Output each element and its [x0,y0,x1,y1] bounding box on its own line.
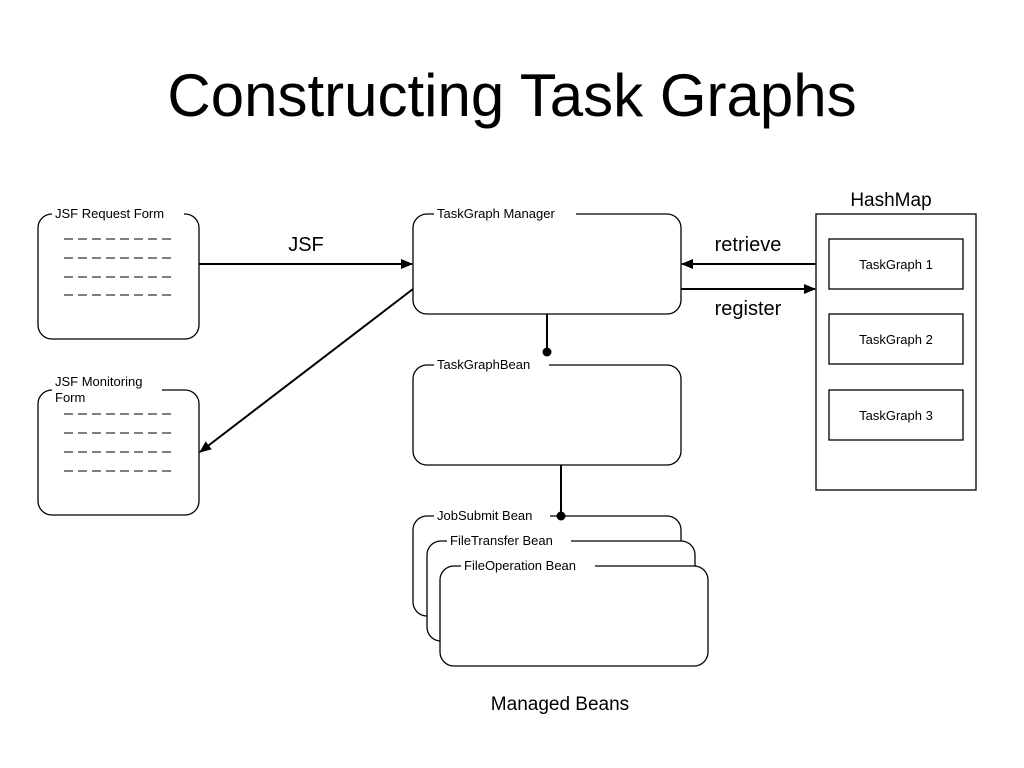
page-title: Constructing Task Graphs [167,62,857,129]
hashmap-entry-3-label: TaskGraph 3 [859,408,933,423]
jsf-monitoring-form-label-line1: JSF Monitoring [55,374,142,389]
hashmap-node: HashMap TaskGraph 1 TaskGraph 2 TaskGrap… [815,190,977,491]
hashmap-entry-1-label: TaskGraph 1 [859,257,933,272]
fileoperation-bean-label: FileOperation Bean [464,558,576,573]
taskgraph-bean-label: TaskGraphBean [437,357,530,372]
taskgraph-bean-node: TaskGraphBean [412,357,682,466]
hashmap-entry-2: TaskGraph 2 [828,313,964,365]
hashmap-entry-2-label: TaskGraph 2 [859,332,933,347]
bean-jobsubmit-connector-dot [556,511,566,521]
hashmap-entry-1: TaskGraph 1 [828,238,964,290]
jsf-request-form-label: JSF Request Form [55,206,164,221]
hashmap-entry-3: TaskGraph 3 [828,389,964,441]
manager-bean-connector-dot [542,347,552,357]
retrieve-arrow: retrieve [681,234,816,269]
monitoring-form-field-lines [64,413,172,472]
register-arrow-label: register [715,298,782,320]
taskgraph-manager-label: TaskGraph Manager [437,206,555,221]
taskgraph-manager-node: TaskGraph Manager [412,206,682,315]
fileoperation-bean-node: FileOperation Bean [439,558,709,667]
jsf-request-form-node: JSF Request Form [37,206,200,340]
jobsubmit-bean-label: JobSubmit Bean [437,508,532,523]
register-arrow: register [681,284,816,320]
hashmap-label: HashMap [850,190,931,211]
managed-beans-label: Managed Beans [491,694,629,715]
jsf-monitoring-form-node: JSF Monitoring Form [37,374,200,516]
jsf-arrow-label: JSF [288,234,324,256]
jsf-arrow: JSF [199,234,413,269]
manager-to-monitoring-arrow [199,288,414,453]
filetransfer-bean-label: FileTransfer Bean [450,533,553,548]
jsf-monitoring-form-label-line2: Form [55,390,85,405]
retrieve-arrow-label: retrieve [715,234,782,256]
request-form-field-lines [64,238,172,296]
